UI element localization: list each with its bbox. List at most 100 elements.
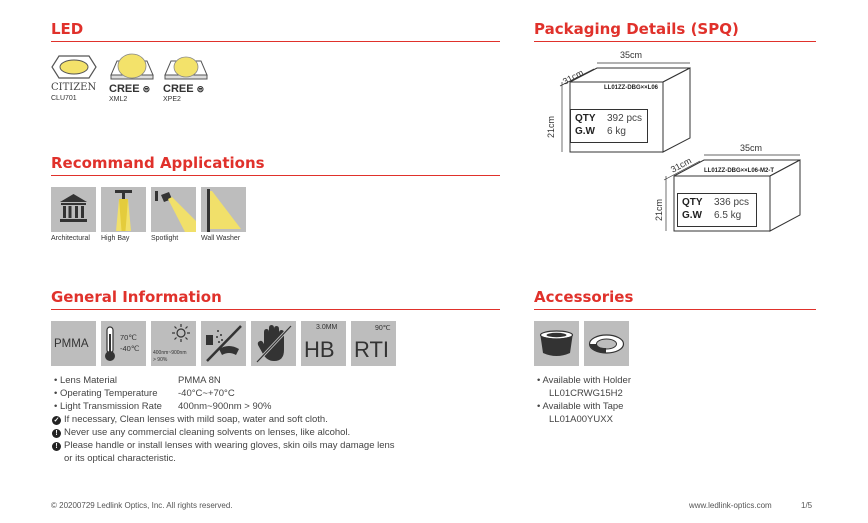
accessory-holder-text: Available with Holder — [542, 375, 631, 386]
accessories-rule — [534, 309, 816, 310]
led-model-xml2: XML2 — [109, 96, 128, 103]
material-tile: PMMA — [51, 321, 96, 366]
accessory-holder-line1: • Available with Holder — [537, 375, 631, 386]
box-2-qty-row: QTY 336 pcs — [682, 197, 749, 208]
hb-rating-text: HB — [304, 337, 335, 362]
transmission-tile: 400nm~900nm > 90% — [151, 321, 196, 366]
box-2-gw-value: 6.5 kg — [714, 210, 742, 221]
box-1-gw-label: G.W — [575, 126, 595, 137]
footer-page-number: 1/5 — [801, 501, 813, 510]
packaging-rule — [534, 41, 816, 42]
cree-logo-icon: ⊜ — [196, 84, 205, 94]
general-rule — [51, 309, 500, 310]
spec-label-temperature: • Operating Temperature — [54, 388, 158, 399]
no-solvent-icon — [206, 325, 242, 362]
led-brand-citizen: CITIZEN — [51, 82, 97, 93]
cree-xml2-led-icon — [110, 53, 154, 80]
accessory-holder-part: LL01CRWG15H2 — [549, 388, 623, 399]
note-cleaning-text: If necessary, Clean lenses with mild soa… — [64, 414, 328, 425]
high-bay-icon — [101, 187, 146, 232]
led-brand-cree-2: CREE ⊜ — [163, 83, 204, 95]
led-model-xpe2: XPE2 — [163, 96, 181, 103]
box-2-length: 35cm — [740, 143, 763, 153]
building-icon — [51, 187, 96, 232]
cree-logo-icon: ⊜ — [142, 84, 151, 94]
transmission-pct-text: > 90% — [153, 357, 168, 363]
transmission-range-text: 400nm~900nm — [153, 350, 187, 356]
spec-label-transmission-text: Light Transmission Rate — [59, 401, 162, 412]
alert-icon: ! — [52, 442, 61, 451]
box-1-qty-label: QTY — [575, 113, 596, 124]
hb-tile: 3.0MM HB — [301, 321, 346, 366]
box-1-qty-card: QTY 392 pcs G.W 6 kg — [570, 109, 648, 143]
general-title: General Information — [51, 288, 222, 306]
accessory-tape-part: LL01A00YUXX — [549, 414, 613, 425]
spec-value-transmission: 400nm~900nm > 90% — [178, 401, 272, 412]
note-solvents: !Never use any commercial cleaning solve… — [52, 427, 350, 438]
holder-icon — [534, 321, 579, 366]
box-2-qty-card: QTY 336 pcs G.W 6.5 kg — [677, 193, 757, 227]
accessory-tape-text: Available with Tape — [542, 401, 624, 412]
no-touch-hand-icon — [255, 324, 293, 364]
led-title: LED — [51, 20, 84, 38]
spec-value-temperature: -40°C~+70°C — [178, 388, 235, 399]
note-gloves-text: Please handle or install lenses with wea… — [64, 440, 395, 451]
box-2-height: 21cm — [654, 198, 665, 222]
application-label-wall-washer: Wall Washer — [201, 235, 241, 242]
temp-low-text: -40℃ — [120, 344, 140, 353]
box-2-qty-value: 336 pcs — [714, 197, 750, 208]
application-label-spotlight: Spotlight — [151, 235, 179, 242]
hb-thickness-text: 3.0MM — [316, 324, 338, 331]
sun-icon — [172, 324, 190, 342]
cree-brand-text-1: CREE — [109, 83, 140, 95]
note-solvents-text: Never use any commercial cleaning solven… — [64, 427, 351, 438]
spec-value-material: PMMA 8N — [178, 375, 221, 386]
box-2-gw-row: G.W 6.5 kg — [682, 210, 741, 221]
thermometer-icon — [105, 326, 115, 361]
box-1-gw-value: 6 kg — [607, 126, 626, 137]
citizen-led-icon — [51, 55, 97, 79]
wall-washer-icon — [201, 187, 246, 232]
rti-temp-text: 90℃ — [375, 325, 391, 332]
application-label-architectural: Architectural — [51, 235, 90, 242]
note-gloves: !Please handle or install lenses with we… — [52, 440, 395, 451]
led-rule — [51, 41, 500, 42]
led-brand-cree-1: CREE ⊜ — [109, 83, 150, 95]
footer-copyright: © 20200729 Ledlink Optics, Inc. All righ… — [51, 501, 233, 510]
box-2-qty-label: QTY — [682, 197, 703, 208]
spec-label-transmission: • Light Transmission Rate — [54, 401, 162, 412]
spotlight-icon — [151, 187, 196, 232]
box-1-qty-row: QTY 392 pcs — [575, 113, 642, 124]
box-2-gw-label: G.W — [682, 210, 702, 221]
box-1-qty-value: 392 pcs — [607, 113, 643, 124]
no-solvent-tile — [201, 321, 246, 366]
application-label-high-bay: High Bay — [101, 235, 130, 242]
spec-label-material: • Lens Material — [54, 375, 117, 386]
no-touch-tile — [251, 321, 296, 366]
accessory-tape-line1: • Available with Tape — [537, 401, 624, 412]
warning-icon: ! — [52, 429, 61, 438]
box-1-label: LL01ZZ-DBG××L06 — [604, 85, 659, 91]
spec-label-temperature-text: Operating Temperature — [59, 388, 158, 399]
rti-rating-text: RTI — [354, 337, 390, 362]
applications-title: Recommand Applications — [51, 154, 265, 172]
box-1-length: 35cm — [620, 50, 643, 60]
cree-xpe2-led-icon — [164, 56, 208, 80]
applications-rule — [51, 175, 500, 176]
temp-high-text: 70℃ — [120, 333, 137, 342]
check-icon: ✓ — [52, 416, 61, 425]
temperature-tile: 70℃ -40℃ — [101, 321, 146, 366]
box-2-label: LL01ZZ-DBG××L06-M2-T — [704, 168, 775, 174]
material-text: PMMA — [54, 338, 89, 350]
spec-label-material-text: Lens Material — [59, 375, 117, 386]
footer-website[interactable]: www.ledlink-optics.com — [689, 501, 772, 510]
box-1-height: 21cm — [546, 115, 557, 139]
note-gloves-continued: or its optical characteristic. — [64, 453, 176, 464]
led-model-clu701: CLU701 — [51, 95, 77, 102]
packaging-title: Packaging Details (SPQ) — [534, 20, 739, 38]
cree-brand-text-2: CREE — [163, 83, 194, 95]
rti-tile: 90℃ RTI — [351, 321, 396, 366]
note-cleaning: ✓If necessary, Clean lenses with mild so… — [52, 414, 328, 425]
tape-icon — [584, 321, 629, 366]
accessories-title: Accessories — [534, 288, 634, 306]
